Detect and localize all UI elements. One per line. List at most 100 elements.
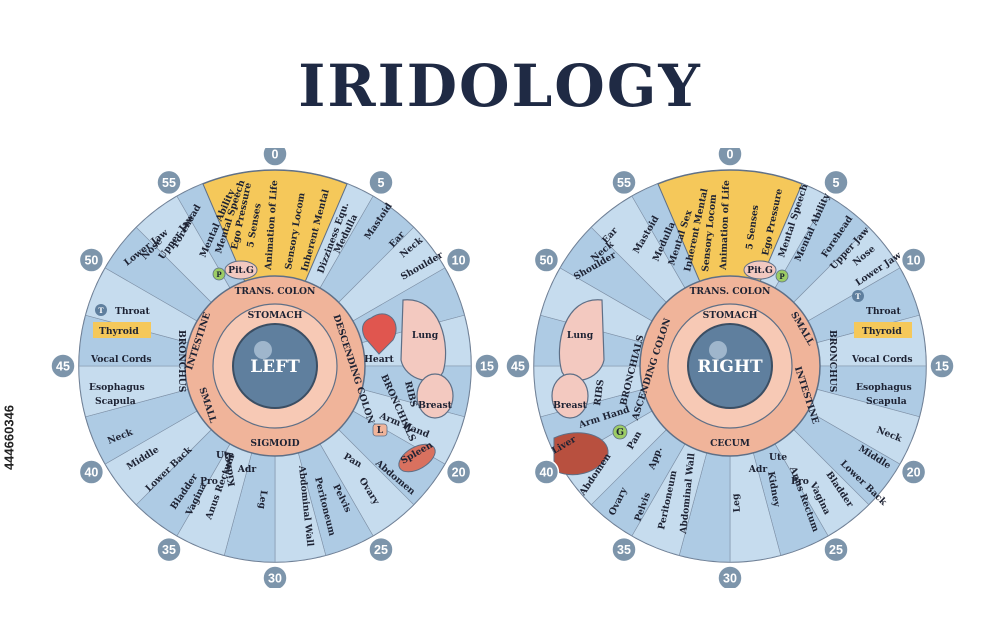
number-badge [156,169,182,196]
number-badge-label: 20 [452,466,466,480]
liver-shape [553,432,609,476]
label-animation-of-life: Animation of Life [718,180,732,271]
number-badge [611,536,637,563]
pituitary-shape [743,260,777,280]
number-badge-label: 35 [617,543,631,557]
number-badge-label: 45 [56,360,70,374]
l-badge-bg [372,423,388,437]
number-badge-label: 25 [374,543,388,557]
number-badge-label: 15 [935,360,949,374]
number-badge [78,459,105,485]
number-badge-label: 5 [833,176,840,190]
pupil-label: LEFT [250,357,300,377]
label-pro: Pro [791,476,809,487]
t-badge [852,290,864,302]
number-badge-label: 0 [727,148,734,162]
pupil [687,323,773,409]
page-title: IRIDOLOGY [298,52,702,120]
number-badge-label: 35 [162,543,176,557]
number-badge [611,169,637,196]
left-iris-chart: LEFT TRANS. COLON STOMACH INTESTINE SMAL… [50,148,500,588]
pupil-highlight [709,341,727,359]
lung-shape [400,299,447,382]
number-badge [900,459,927,485]
number-badge-label: 30 [723,572,737,586]
label-l-badge: L [377,425,384,436]
label-p-badge: P [216,270,222,279]
number-badge [717,148,743,167]
p-badge [775,269,789,283]
ring-label-top: TRANS. COLON [690,286,771,297]
label-bronchus: BRONCHUS [176,330,187,393]
label-heart: Heart [364,354,394,365]
number-badge [929,353,955,379]
number-badge [474,353,500,379]
pituitary-shape [224,260,258,280]
number-badge-label: 55 [162,176,176,190]
number-badge-label: 40 [539,466,553,480]
t-badge [95,304,107,316]
number-badge [823,536,849,563]
number-badge [533,459,560,485]
label-leg: Leg [256,490,269,510]
number-badge [445,459,472,485]
label-t-badge: T [855,292,861,301]
ring-label-bottom: CECUM [710,438,750,449]
label-throat: Throat [115,306,150,317]
number-badge-label: 0 [272,148,279,162]
ring-label-top: TRANS. COLON [235,286,316,297]
number-badge [823,169,849,196]
label-ute: Ute [216,450,234,461]
number-badge [900,247,927,273]
thyroid-band [854,322,912,338]
label-pit-g: Pit.G [228,265,254,276]
number-badge [533,247,560,273]
heart-shape [362,313,397,355]
label-throat: Throat [866,306,901,317]
number-badge [262,565,288,588]
label-breast: Breast [553,400,588,411]
label-leg: Leg [730,492,743,512]
spleen-shape [398,443,436,473]
label-p-badge: P [779,272,785,281]
breast-shape [416,373,454,419]
number-badge-label: 10 [907,254,921,268]
number-badge [156,536,182,563]
label-ribs: RIBS [592,378,607,406]
number-badge-label: 20 [907,466,921,480]
breast-shape [551,373,589,419]
label-scapula: Scapula [95,396,136,407]
number-badge [262,148,288,167]
label-esophagus: Esophagus [89,382,145,393]
g-badge [612,424,628,440]
p-badge [212,267,226,281]
number-badge-label: 25 [829,543,843,557]
label-esophagus: Esophagus [856,382,912,393]
label-breast: Breast [418,400,453,411]
number-badge-label: 55 [617,176,631,190]
number-badge-label: 50 [84,254,98,268]
number-badge-label: 30 [268,572,282,586]
number-badge-label: 40 [84,466,98,480]
label-vocal-cords: Vocal Cords [90,354,152,365]
number-badge-label: 5 [378,176,385,190]
number-badge-label: 10 [452,254,466,268]
thyroid-band [93,322,151,338]
pupil-label: RIGHT [697,357,763,377]
stock-id: 444660346 [1,404,17,471]
number-badge [717,565,743,588]
label-scapula: Scapula [866,396,907,407]
number-badge [445,247,472,273]
lung-shape [558,299,605,382]
ring-label-inner-top: STOMACH [248,310,303,321]
label-bronchus: BRONCHUS [827,330,838,393]
ring-label-inner-top: STOMACH [703,310,758,321]
label-t-badge: T [98,306,104,315]
label-lung: Lung [412,330,439,341]
label-pit-g: Pit.G [747,265,773,276]
number-badge [505,353,531,379]
number-badge [78,247,105,273]
ring-label-bottom: SIGMOID [250,438,299,449]
